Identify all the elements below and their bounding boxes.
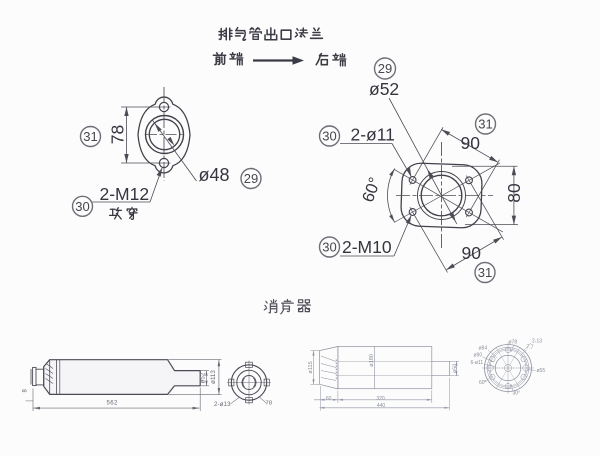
svg-text:ø50: ø50 [452,364,458,373]
svg-text:562: 562 [107,401,118,407]
svg-text:2-M12: 2-M12 [100,184,150,204]
svg-text:2-M10: 2-M10 [342,237,392,257]
svg-text:2-ø13: 2-ø13 [214,402,231,408]
svg-text:8: 8 [23,389,29,393]
svg-text:31: 31 [83,129,97,144]
svg-text:78: 78 [266,400,273,406]
svg-text:78: 78 [108,125,128,144]
svg-text:320: 320 [376,396,385,402]
svg-text:440: 440 [377,403,386,409]
svg-text:80: 80 [504,183,524,203]
svg-text:ø180: ø180 [369,354,375,367]
svg-text:ø48: ø48 [199,165,230,185]
svg-text:ø78: ø78 [509,340,518,346]
svg-text:90: 90 [462,243,482,263]
svg-text:30: 30 [322,129,336,144]
svg-text:ø52: ø52 [369,79,399,99]
svg-text:ø113: ø113 [210,370,217,384]
svg-text:31: 31 [478,265,492,280]
svg-text:60°: 60° [479,380,487,386]
svg-text:29: 29 [244,171,258,186]
svg-text:31: 31 [478,117,492,132]
svg-text:ø55: ø55 [537,368,546,374]
svg-text:ø52: ø52 [200,372,207,383]
svg-text:7.7: 7.7 [527,345,534,351]
svg-text:30: 30 [75,199,89,214]
svg-text:30°: 30° [513,391,521,397]
svg-text:ø115: ø115 [308,361,314,373]
svg-text:ø84: ø84 [479,346,488,352]
svg-text:60: 60 [326,396,332,402]
svg-text:ø90: ø90 [474,353,483,359]
svg-text:30: 30 [322,240,336,255]
svg-text:90: 90 [461,133,481,153]
svg-text:2-ø11: 2-ø11 [351,125,395,145]
svg-text:29: 29 [378,61,392,76]
svg-text:2-13: 2-13 [532,339,542,345]
svg-text:6-ø11: 6-ø11 [471,360,484,366]
